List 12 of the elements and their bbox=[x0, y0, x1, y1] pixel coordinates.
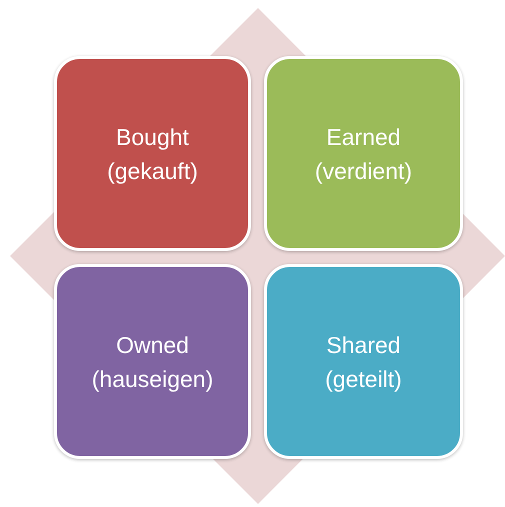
category-tile bbox=[54, 264, 251, 459]
tile-subtitle: (hauseigen) bbox=[92, 364, 214, 394]
category-tile bbox=[54, 56, 251, 251]
category-tile bbox=[264, 56, 463, 251]
tile-subtitle: (geteilt) bbox=[325, 364, 402, 394]
tile-subtitle: (verdient) bbox=[314, 156, 412, 186]
tile-title: Shared bbox=[326, 330, 401, 360]
tile-title: Earned bbox=[326, 122, 401, 152]
tile-subtitle: (gekauft) bbox=[107, 156, 198, 186]
category-tile bbox=[264, 264, 463, 459]
tile-title: Owned bbox=[116, 330, 189, 360]
tile-title: Bought bbox=[116, 122, 189, 152]
